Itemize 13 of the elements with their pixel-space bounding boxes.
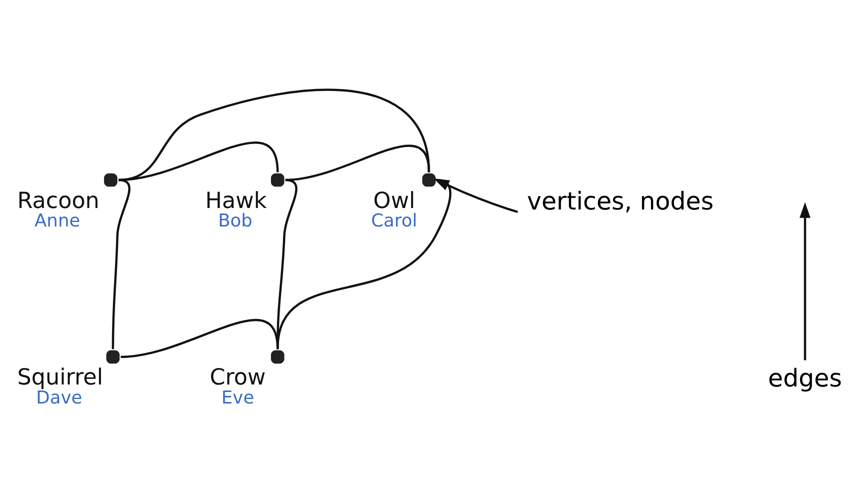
node-label: Squirrel: [17, 364, 104, 391]
connector: [276, 178, 452, 350]
node-text: vertices, nodes: [527, 186, 714, 216]
node-circle: [270, 350, 284, 364]
node-text: edges: [768, 364, 842, 393]
connector: [112, 178, 130, 350]
node-circle: [104, 173, 118, 187]
connector: [120, 319, 279, 358]
node-circle: [270, 173, 284, 187]
arrow: [434, 178, 518, 214]
arrow: [800, 202, 810, 360]
node-circle: [106, 350, 120, 364]
node-circle: [422, 173, 436, 187]
